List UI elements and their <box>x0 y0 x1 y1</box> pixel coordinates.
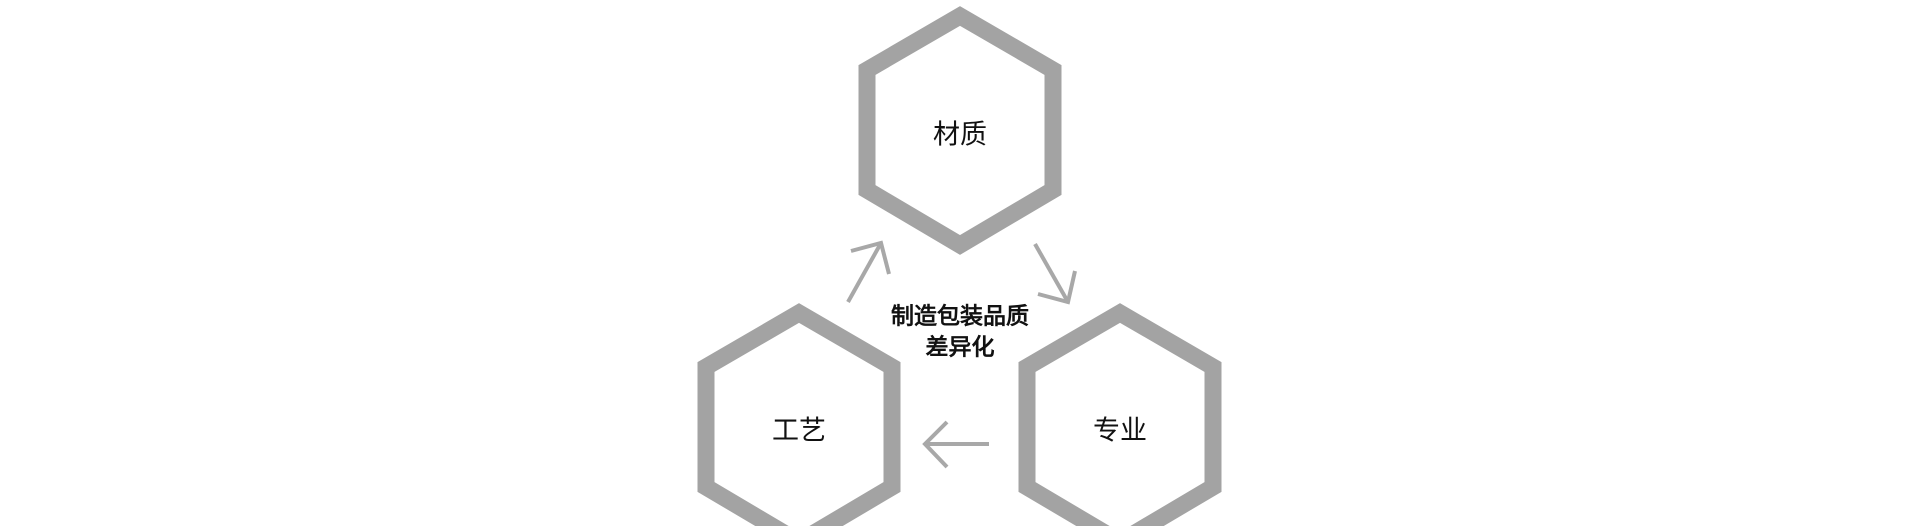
hexagon-top <box>858 6 1062 255</box>
center-title-line2: 差异化 <box>926 334 995 361</box>
arrow-right-to-left-icon <box>922 420 989 469</box>
center-title-line1: 制造包装品质 <box>891 303 1029 330</box>
node-label-right: 专业 <box>1093 416 1147 447</box>
node-label-top: 材质 <box>933 120 987 151</box>
arrow-top-to-right-icon <box>1033 243 1077 305</box>
node-label-left: 工艺 <box>772 416 826 447</box>
arrow-left-to-top-icon <box>846 240 891 303</box>
hexagon-right <box>1018 303 1222 526</box>
hexagon-left <box>697 303 901 526</box>
